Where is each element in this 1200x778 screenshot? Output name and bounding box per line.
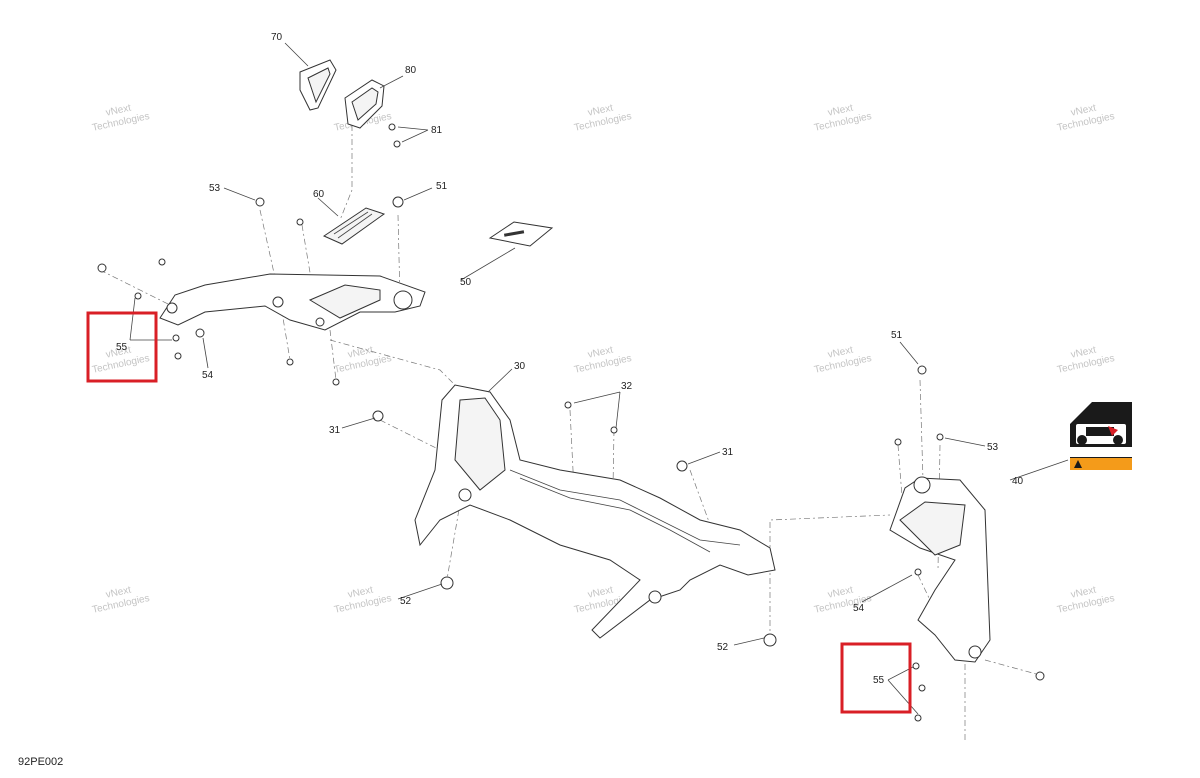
watermark-text: vNextTechnologies xyxy=(811,341,873,376)
callout-51: 51 xyxy=(436,181,448,192)
watermark-text: vNextTechnologies xyxy=(811,99,873,134)
highlight-boxes xyxy=(86,311,912,714)
watermark-text: vNextTechnologies xyxy=(331,581,393,616)
callout-80: 80 xyxy=(405,65,417,76)
callout-51-right: 51 xyxy=(891,330,903,341)
callout-labels: 70 80 81 53 60 51 50 55 54 30 32 31 31 5… xyxy=(116,32,1024,686)
callout-50: 50 xyxy=(460,277,472,288)
part-70-grip xyxy=(299,59,337,111)
frame-fasteners xyxy=(372,401,777,647)
leader-lines xyxy=(129,42,1069,715)
watermark-text: vNextTechnologies xyxy=(1054,99,1116,134)
assembly-lines xyxy=(99,125,1041,740)
watermark-text: vNextTechnologies xyxy=(89,581,151,616)
watermark-text: vNextTechnologies xyxy=(571,341,633,376)
callout-81: 81 xyxy=(431,125,443,136)
callout-32: 32 xyxy=(621,381,633,392)
callout-52-right: 52 xyxy=(717,642,729,653)
callout-55-right: 55 xyxy=(873,675,885,686)
part-81-screws xyxy=(388,123,401,148)
part-50-decal xyxy=(488,221,554,247)
callout-53: 53 xyxy=(209,183,221,194)
callout-30: 30 xyxy=(514,361,526,372)
left-fasteners xyxy=(97,196,404,386)
warning-label xyxy=(1070,402,1132,470)
right-fasteners xyxy=(894,365,1045,722)
part-40-right-bracket xyxy=(889,476,991,663)
callout-40: 40 xyxy=(1012,476,1024,487)
callout-60: 60 xyxy=(313,189,325,200)
callout-52-left: 52 xyxy=(400,596,412,607)
highlight-box-right xyxy=(840,642,912,714)
watermark-text: vNextTechnologies xyxy=(1054,341,1116,376)
callout-55: 55 xyxy=(116,342,128,353)
part-60-step-pad xyxy=(322,207,386,245)
watermark-text: vNextTechnologies xyxy=(1054,581,1116,616)
callout-54: 54 xyxy=(202,370,214,381)
callout-31-right: 31 xyxy=(722,447,734,458)
diagram-code: 92PE002 xyxy=(18,756,64,768)
watermark-text: vNextTechnologies xyxy=(331,341,393,376)
callout-31-left: 31 xyxy=(329,425,341,436)
part-80-cover xyxy=(344,79,385,129)
left-footrest-bracket xyxy=(159,273,426,331)
callout-53-right: 53 xyxy=(987,442,999,453)
watermark-text: vNextTechnologies xyxy=(89,99,151,134)
callout-70: 70 xyxy=(271,32,283,43)
watermark-text: vNextTechnologies xyxy=(571,99,633,134)
highlight-box-left xyxy=(86,311,158,383)
part-30-main-frame xyxy=(414,384,776,639)
callout-54-right: 54 xyxy=(853,603,865,614)
